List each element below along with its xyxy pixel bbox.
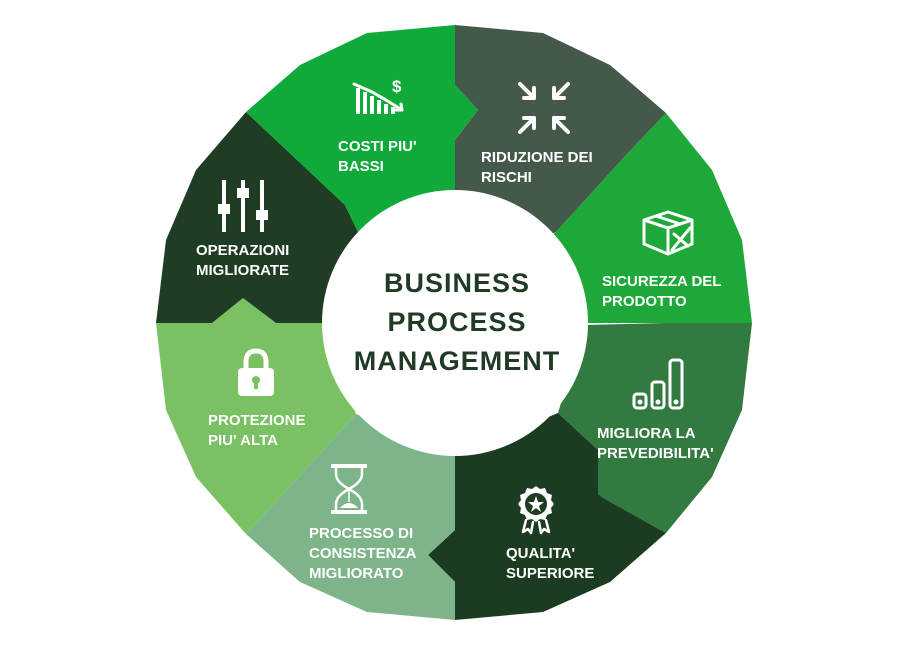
padlock-icon (238, 348, 274, 396)
center-title-line-1: BUSINESS (384, 268, 530, 298)
svg-text:PROCESSO DI: PROCESSO DI (309, 525, 413, 542)
center-circle (322, 190, 588, 456)
bar-levels-icon (632, 358, 684, 410)
segment-sicurezza-prodotto (550, 113, 752, 350)
center-title-line-2: PROCESS (387, 307, 526, 337)
label-qualita-superiore: QUALITA' SUPERIORE (506, 545, 594, 582)
svg-text:PRODOTTO: PRODOTTO (602, 293, 687, 310)
segment-migliora-prevedibilita (558, 323, 752, 533)
label-operazioni-migliorate: OPERAZIONI MIGLIORATE (196, 242, 289, 279)
svg-text:COSTI PIU': COSTI PIU' (338, 138, 417, 155)
svg-text:PIU' ALTA: PIU' ALTA (208, 432, 278, 449)
svg-text:MIGLIORATE: MIGLIORATE (196, 262, 289, 279)
svg-text:PROTEZIONE: PROTEZIONE (208, 412, 306, 429)
award-badge-icon (518, 486, 554, 535)
svg-text:RISCHI: RISCHI (481, 169, 532, 186)
svg-text:RIDUZIONE DEI: RIDUZIONE DEI (481, 149, 593, 166)
label-processo-consistenza: PROCESSO DI CONSISTENZA MIGLIORATO (309, 525, 417, 582)
label-costi-bassi: COSTI PIU' BASSI (338, 138, 417, 175)
segment-protezione-alta (156, 298, 356, 534)
svg-text:MIGLIORA LA: MIGLIORA LA (597, 425, 696, 442)
svg-text:QUALITA': QUALITA' (506, 545, 575, 562)
svg-text:SUPERIORE: SUPERIORE (506, 565, 594, 582)
package-box-icon (642, 210, 694, 256)
chart-down-dollar-icon: $ (352, 77, 404, 114)
segment-processo-consistenza (246, 414, 455, 620)
svg-text:CONSISTENZA: CONSISTENZA (309, 545, 417, 562)
arrows-inward-icon (518, 82, 570, 134)
svg-text:MIGLIORATO: MIGLIORATO (309, 565, 404, 582)
hourglass-icon (331, 464, 367, 514)
label-protezione-alta: PROTEZIONE PIU' ALTA (208, 412, 306, 449)
segment-qualita-superiore (428, 413, 666, 620)
svg-text:OPERAZIONI: OPERAZIONI (196, 242, 289, 259)
svg-text:PREVEDIBILITA': PREVEDIBILITA' (597, 445, 714, 462)
label-sicurezza-prodotto: SICUREZZA DEL PRODOTTO (602, 273, 721, 310)
label-migliora-prevedibilita: MIGLIORA LA PREVEDIBILITA' (597, 425, 714, 462)
label-riduzione-rischi: RIDUZIONE DEI RISCHI (481, 149, 593, 186)
svg-text:BASSI: BASSI (338, 158, 384, 175)
center-title-line-3: MANAGEMENT (354, 346, 561, 376)
svg-text:$: $ (392, 77, 402, 96)
sliders-icon (218, 180, 268, 232)
svg-text:SICUREZZA DEL: SICUREZZA DEL (602, 273, 721, 290)
segment-costi-bassi (246, 25, 478, 232)
